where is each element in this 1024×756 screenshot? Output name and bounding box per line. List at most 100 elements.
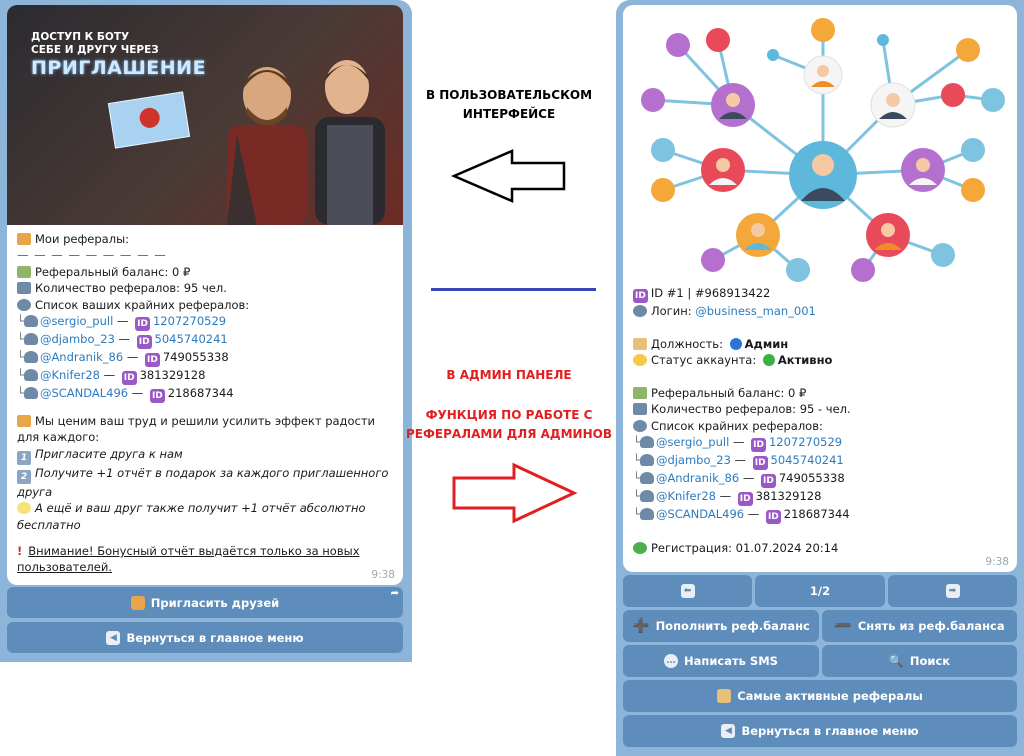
left-arrow-icon: ⬅ — [680, 584, 695, 598]
green-circle-icon — [762, 354, 775, 366]
speaking-head-icon — [17, 298, 31, 311]
back-to-main-button[interactable]: ◀Вернуться в главное меню — [623, 715, 1017, 747]
plus-icon: ➕ — [632, 618, 650, 634]
warning-line-2: пользователей. — [17, 560, 112, 575]
prev-page-button[interactable]: ⬅ — [623, 575, 752, 607]
referral-username[interactable]: @djambo_23 — [655, 453, 731, 467]
back-to-main-button[interactable]: ◀Вернуться в главное меню — [7, 622, 403, 653]
position-line: Должность: Админ — [633, 336, 1009, 353]
referral-id: 218687344 — [783, 507, 850, 521]
id-badge-icon: ID — [121, 371, 137, 386]
referral-username[interactable]: @Knifer28 — [655, 489, 716, 503]
user-silhouette-icon — [639, 508, 654, 520]
most-active-referrals-button[interactable]: Самые активные рефералы — [623, 680, 1017, 712]
referral-username[interactable]: @Knifer28 — [39, 368, 100, 383]
warning-line: !Внимание! Бонусный отчёт выдаётся тольк… — [17, 544, 360, 559]
registration-line: Регистрация: 01.07.2024 20:14 — [633, 540, 1009, 557]
user-silhouette-icon — [639, 436, 654, 448]
referral-id: 218687344 — [167, 386, 234, 401]
tree-branch-icon: └ — [633, 453, 640, 467]
page-indicator-button[interactable]: 1/2 — [755, 575, 885, 607]
users-icon — [17, 282, 31, 295]
search-button[interactable]: 🔍Поиск — [822, 645, 1017, 677]
tree-branch-icon: └ — [17, 368, 24, 383]
referral-username[interactable]: @sergio_pull — [655, 435, 730, 449]
topup-balance-button[interactable]: ➕Пополнить реф.баланс — [623, 610, 819, 642]
referral-username[interactable]: @sergio_pull — [39, 314, 114, 329]
tree-branch-icon: └ — [17, 332, 24, 347]
banner-people-illustration — [227, 60, 385, 225]
referral-id: 749055338 — [162, 350, 229, 365]
referral-id: 1207270529 — [152, 314, 227, 329]
users-icon — [633, 403, 647, 415]
id-badge-icon: ID — [149, 389, 165, 404]
id-badge-icon: ID — [761, 474, 776, 488]
message-time: 9:38 — [371, 569, 395, 581]
referral-id: 749055338 — [778, 471, 845, 485]
minus-icon: ➖ — [834, 618, 852, 634]
speech-bubble-icon: … — [664, 654, 679, 668]
back-arrow-icon: ◀ — [106, 630, 121, 645]
count-line: Количество рефералов: 95 - чел. — [633, 401, 1009, 418]
recycle-icon — [633, 542, 647, 554]
bonus-line-2: бесплатно — [17, 517, 81, 532]
bonus-line: А ещё и ваш друг также получит +1 отчёт … — [17, 500, 393, 516]
right-arrow-icon: ➡ — [945, 584, 960, 598]
user-silhouette-icon — [23, 315, 38, 328]
lightbulb-icon — [17, 502, 31, 515]
user-silhouette-icon — [23, 351, 38, 364]
sun-icon — [633, 354, 647, 366]
referral-id: 381329128 — [755, 489, 822, 503]
step-2-cont: друга — [17, 484, 53, 499]
id-badge-icon: ID — [135, 317, 150, 332]
withdraw-balance-button[interactable]: ➖Снять из реф.баланса — [822, 610, 1017, 642]
referral-username[interactable]: @SCANDAL496 — [655, 507, 745, 521]
left-arrow-icon — [450, 149, 566, 203]
search-icon: 🔍 — [888, 654, 904, 668]
blue-circle-icon — [729, 337, 742, 350]
right-arrow-icon — [452, 462, 578, 524]
referral-id: 5045740241 — [154, 332, 228, 347]
promo-line: Мы ценим ваш труд и решили усилить эффек… — [17, 413, 393, 429]
id-badge-icon: ID — [765, 510, 781, 524]
referral-username[interactable]: @djambo_23 — [39, 332, 115, 347]
referral-username[interactable]: @Andranik_86 — [655, 471, 740, 485]
promo-line-2: для каждого: — [17, 430, 100, 445]
money-icon — [17, 265, 31, 278]
list-title: Список ваших крайних рефералов: — [17, 297, 393, 313]
referral-id: 5045740241 — [770, 453, 844, 467]
referral-id: 381329128 — [139, 368, 206, 383]
id-badge-icon: ID — [752, 456, 768, 470]
count-line: Количество рефералов: 95 чел. — [17, 280, 393, 296]
keycap-1-icon: 1 — [17, 450, 31, 465]
send-sms-button[interactable]: …Написать SMS — [623, 645, 819, 677]
referral-username[interactable]: @Andranik_86 — [39, 350, 124, 365]
id-badge-icon: ID — [737, 492, 753, 506]
back-arrow-icon: ◀ — [721, 724, 736, 738]
invite-friends-button[interactable]: Пригласить друзей➦ — [7, 587, 403, 618]
next-page-button[interactable]: ➡ — [888, 575, 1017, 607]
people-icon — [17, 415, 31, 428]
people-icon — [130, 595, 145, 610]
id-badge-icon: ID — [751, 438, 766, 452]
referral-id: 1207270529 — [768, 435, 843, 449]
referral-username[interactable]: @SCANDAL496 — [39, 386, 129, 401]
money-icon — [633, 386, 647, 399]
